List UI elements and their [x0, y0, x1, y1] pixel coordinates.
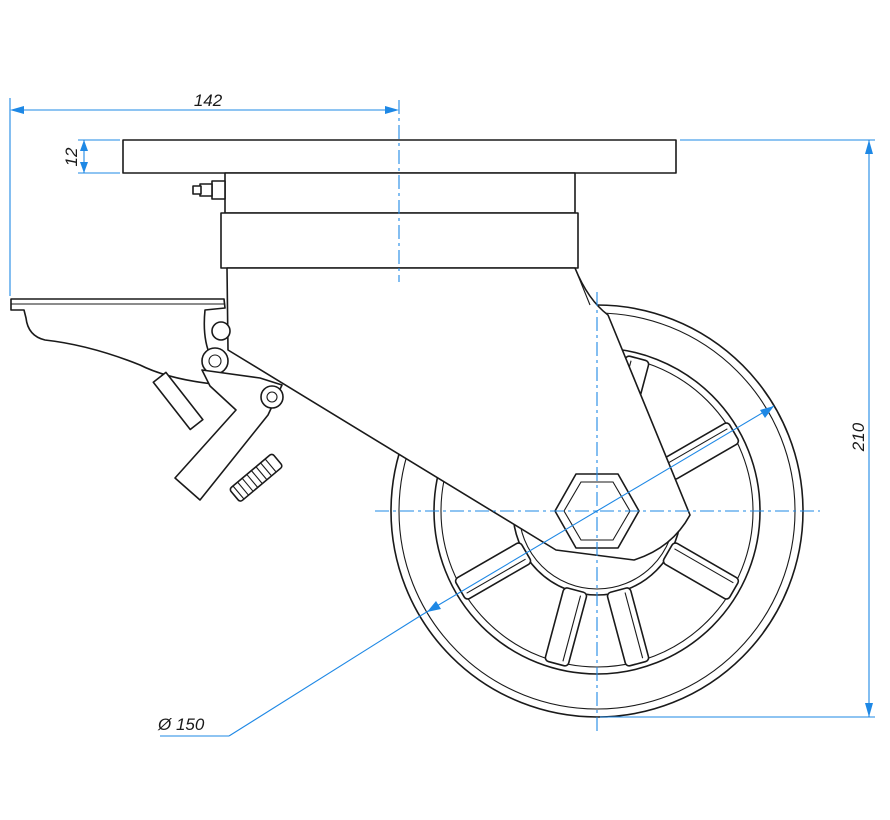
- dimension-plate-thickness: 12: [62, 139, 120, 174]
- dimension-wheel-diameter-label: Ø 150: [157, 715, 205, 734]
- dimension-total-height: 210: [600, 139, 875, 718]
- dimension-plate-thickness-label: 12: [62, 147, 81, 166]
- dimension-offset: 142: [9, 91, 399, 296]
- dimension-offset-label: 142: [194, 91, 223, 110]
- grease-nipple: [192, 180, 226, 200]
- top-plate-assembly: [122, 139, 677, 269]
- center-axes: [375, 100, 820, 732]
- dimension-total-height-label: 210: [849, 422, 868, 452]
- brake-link: [174, 369, 283, 501]
- pivot-upper: [211, 321, 231, 341]
- dimension-wheel-diameter: Ø 150: [157, 405, 775, 737]
- brake-foot: [229, 453, 283, 502]
- wheel-spokes: [454, 355, 740, 667]
- swivel-collar: [224, 172, 576, 214]
- pivot-link: [260, 385, 284, 409]
- brake-pedal: [10, 298, 231, 386]
- brake-rod: [152, 371, 204, 431]
- brake-assembly: [10, 298, 284, 502]
